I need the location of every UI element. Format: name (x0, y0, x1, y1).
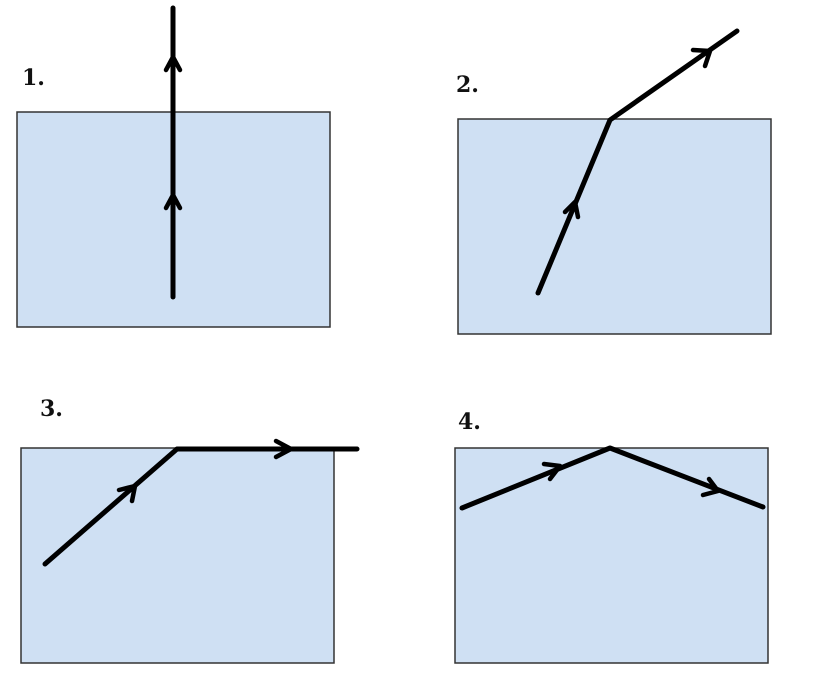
panel-1-label: 1. (22, 65, 45, 91)
panel-4-arrow-reflected (700, 476, 721, 498)
panel-2-medium-block (457, 118, 772, 335)
panel-2: 2. (456, 28, 772, 335)
panel-1-arrow-inside (163, 192, 183, 211)
panel-1: 1. (16, 5, 331, 328)
panel-1-arrow-outside (163, 54, 183, 73)
panel-4-arrow-incident (541, 461, 563, 482)
panel-4-medium-block (454, 447, 769, 664)
panel-2-arrow-inside (562, 199, 581, 220)
panel-2-arrow-outside (690, 47, 713, 69)
panel-3-ray (42, 446, 360, 567)
panel-3-label: 3. (40, 396, 63, 422)
panel-3-medium-block (20, 447, 335, 664)
panel-4: 4. (454, 409, 769, 664)
panel-4-ray (459, 445, 766, 511)
panel-3-arrow-inside (116, 483, 138, 504)
panel-3-arrow-outside (273, 438, 294, 460)
panel-2-label: 2. (456, 72, 479, 98)
panel-2-ray (535, 28, 740, 296)
panel-3: 3. (20, 396, 360, 664)
panel-4-label: 4. (458, 409, 481, 435)
